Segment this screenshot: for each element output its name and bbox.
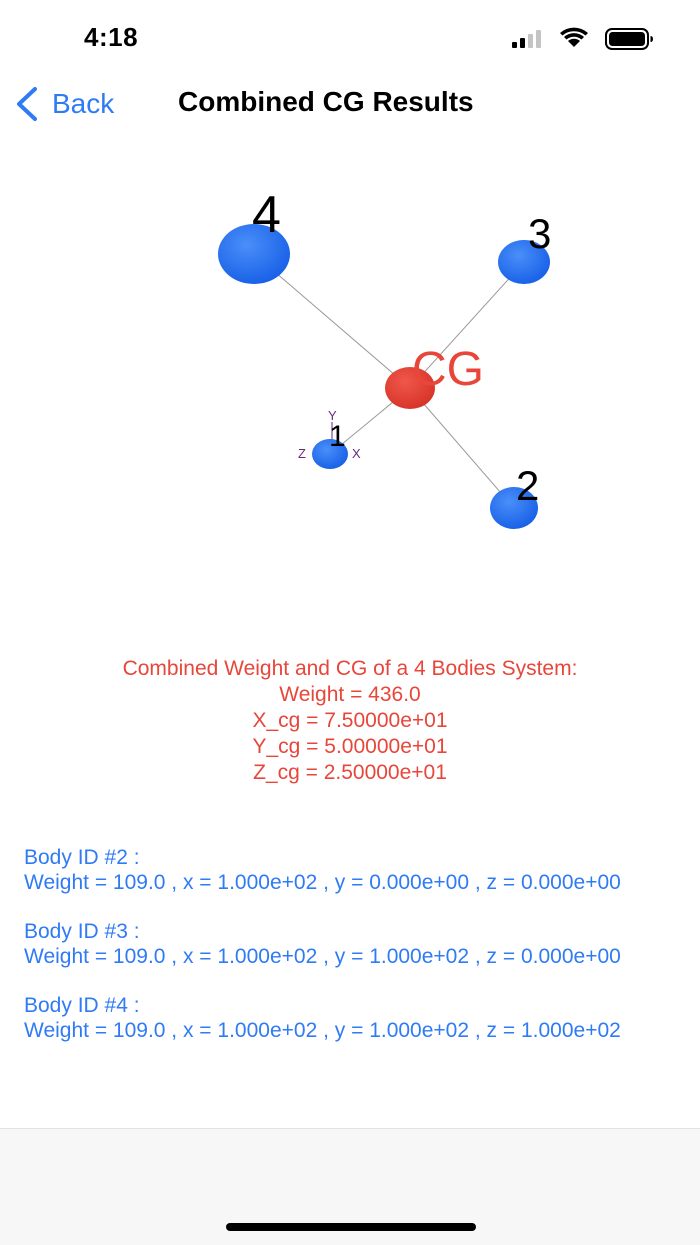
back-label: Back — [52, 88, 115, 119]
body-details: Weight = 109.0 , x = 1.000e+02 , y = 0.0… — [24, 871, 621, 894]
body-details: Weight = 109.0 , x = 1.000e+02 , y = 1.0… — [24, 945, 621, 968]
status-icons — [512, 27, 653, 50]
body-id: Body ID #3 : — [24, 920, 140, 943]
body-item: Body ID #2 : Weight = 109.0 , x = 1.000e… — [24, 845, 664, 895]
combined-summary: Combined Weight and CG of a 4 Bodies Sys… — [0, 656, 700, 786]
body-item: Body ID #3 : Weight = 109.0 , x = 1.000e… — [24, 919, 664, 969]
body-id: Body ID #2 : — [24, 846, 140, 869]
axis-label-y: Y — [328, 408, 337, 423]
body-sphere-2[interactable] — [490, 487, 538, 529]
home-indicator[interactable] — [226, 1223, 476, 1231]
status-time: 4:18 — [84, 22, 139, 52]
cellular-signal-icon — [512, 30, 541, 48]
battery-icon — [605, 28, 653, 50]
body-label-1: 1 — [329, 420, 346, 453]
summary-x-cg: X_cg = 7.50000e+01 — [252, 709, 448, 732]
cg-sphere[interactable] — [385, 367, 435, 409]
body-sphere-1[interactable] — [312, 439, 348, 469]
chevron-left-icon — [17, 87, 37, 121]
summary-heading: Combined Weight and CG of a 4 Bodies Sys… — [122, 657, 578, 680]
cg-3d-scene[interactable]: X Y Z 4 3 1 2 CG — [0, 150, 700, 590]
summary-y-cg: Y_cg = 5.00000e+01 — [252, 735, 448, 758]
wifi-icon — [560, 27, 588, 47]
body-sphere-3[interactable] — [498, 240, 550, 284]
body-list: Body ID #2 : Weight = 109.0 , x = 1.000e… — [24, 845, 664, 1067]
body-label-4: 4 — [252, 186, 281, 244]
body-item: Body ID #4 : Weight = 109.0 , x = 1.000e… — [24, 993, 664, 1043]
axis-label-z: Z — [298, 446, 306, 461]
nav-bar: Back Combined CG Results — [0, 76, 700, 132]
cg-label: CG — [412, 343, 484, 396]
summary-z-cg: Z_cg = 2.50000e+01 — [253, 761, 447, 784]
body-details: Weight = 109.0 , x = 1.000e+02 , y = 1.0… — [24, 1019, 621, 1042]
body-id: Body ID #4 : — [24, 994, 140, 1017]
back-button[interactable]: Back — [14, 82, 114, 126]
status-bar: 4:18 — [0, 0, 700, 76]
body-label-3: 3 — [528, 210, 551, 257]
body-label-2: 2 — [516, 462, 539, 509]
body-sphere-4[interactable] — [218, 224, 290, 284]
page-title: Combined CG Results — [178, 86, 474, 117]
summary-weight: Weight = 436.0 — [279, 683, 421, 706]
axis-label-x: X — [352, 446, 361, 461]
